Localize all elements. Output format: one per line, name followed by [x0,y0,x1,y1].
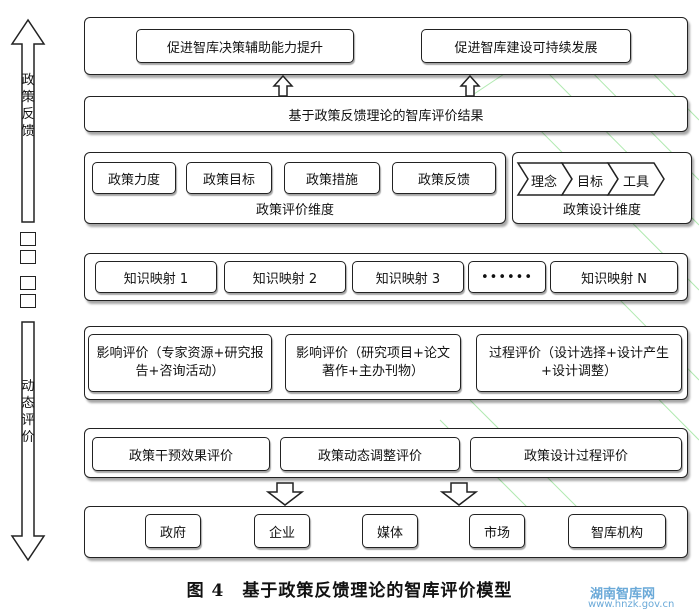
stakeholder-enterprise: 企业 [254,514,310,548]
stakeholder-think-tank: 智库机构 [568,514,666,548]
left-square-2 [20,250,36,264]
policy-design-label: 政策设计维度 [562,203,641,218]
left-square-4 [20,294,36,308]
goal-decision-support: 促进智库决策辅助能力提升 [136,29,354,63]
knowledge-mapping-2: 知识映射 2 [224,261,346,293]
knowledge-mapping-1: 知识映射 1 [95,261,217,293]
stakeholder-government: 政府 [145,514,201,548]
left-double-arrow [10,18,46,562]
design-chevron-concept: 理念 [530,175,557,190]
knowledge-mapping-n: 知识映射 N [550,261,678,293]
eval-dynamic-adjustment: 政策动态调整评价 [280,437,460,471]
figure-caption: 图 4 基于政策反馈理论的智库评价模型 [186,581,513,601]
evaluation-result-bar: 基于政策反馈理论的智库评价结果 [84,96,688,132]
eval-policy-measures: 政策措施 [284,162,380,194]
impact-eval-expert: 影响评价（专家资源+研究报告+咨询活动） [88,334,272,392]
eval-policy-feedback: 政策反馈 [392,162,496,194]
left-square-3 [20,276,36,290]
process-eval-design: 过程评价（设计选择+设计产生+设计调整） [476,334,682,392]
watermark-url: www.hnzk.gov.cn [588,599,675,610]
design-chevron-tool: 工具 [622,175,649,190]
knowledge-mapping-3: 知识映射 3 [352,261,464,293]
stakeholder-market: 市场 [469,514,525,548]
watermark-name: 湖南智库网 [590,587,656,602]
knowledge-mapping-ellipsis: •••••• [468,261,546,293]
eval-intervention-effect: 政策干预效果评价 [92,437,270,471]
policy-evaluation-label: 政策评价维度 [255,203,334,218]
eval-policy-strength: 政策力度 [92,162,176,194]
eval-policy-goal: 政策目标 [186,162,272,194]
left-label-policy-feedback: 政策 反馈 [21,73,35,139]
stakeholder-media: 媒体 [362,514,418,548]
impact-eval-research: 影响评价（研究项目+论文著作+主办刊物） [285,334,461,392]
design-chevron-goal: 目标 [576,175,603,190]
goal-sustainable-development: 促进智库建设可持续发展 [421,29,631,63]
eval-design-process: 政策设计过程评价 [470,437,682,471]
left-square-1 [20,232,36,246]
left-label-dynamic-evaluation: 动态 评价 [21,379,35,445]
